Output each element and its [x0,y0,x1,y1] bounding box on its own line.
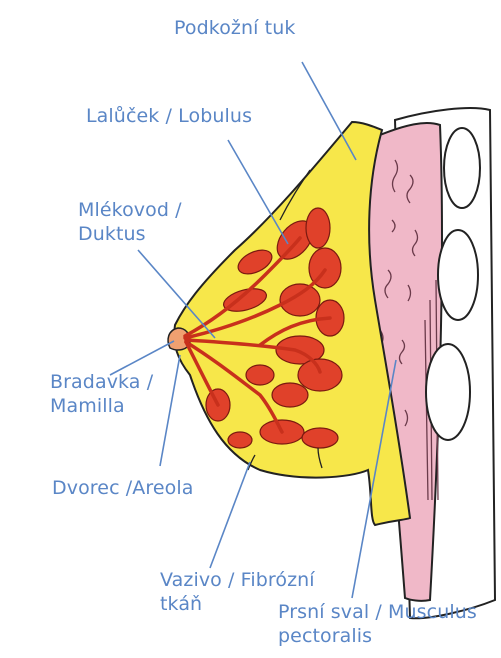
label-bradavka: Bradavka / Mamilla [50,370,153,418]
leader-dvorec-1 [160,355,180,466]
leader-podkozni [302,62,356,160]
label-mlekovod: Mlékovod / Duktus [78,198,182,246]
label-prsni-sval: Prsní sval / Musculus pectoralis [278,600,477,648]
label-podkozni-tuk: Podkožní tuk [174,16,295,40]
label-lalucek: Lalůček / Lobulus [86,104,252,128]
leader-vazivo [210,462,250,568]
label-dvorec: Dvorec /Areola [52,476,194,500]
